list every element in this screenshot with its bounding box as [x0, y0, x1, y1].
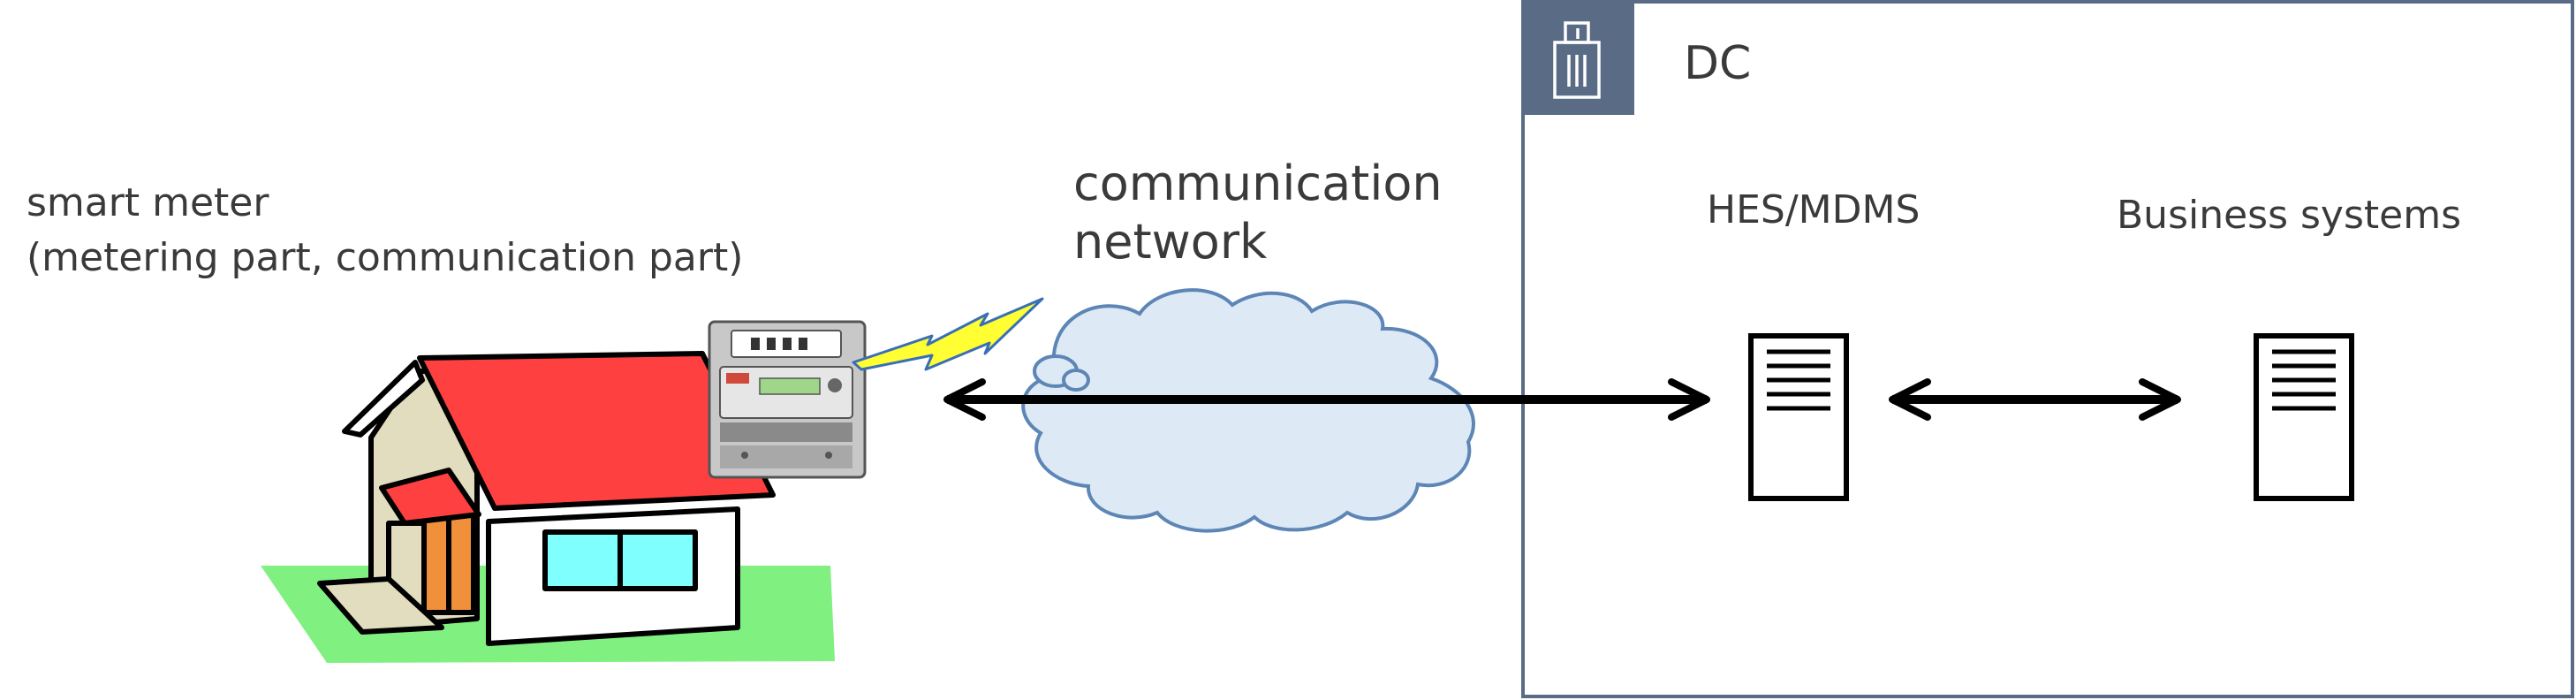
smart-meter-sublabel: (metering part, communication part) — [27, 235, 744, 280]
network-label-line2: network — [1073, 214, 1268, 270]
smart-meter-icon — [708, 320, 867, 479]
server-icon — [2254, 333, 2354, 501]
dc-frame — [1521, 0, 2574, 698]
network-label-line1: communication — [1073, 156, 1443, 211]
hes-mdms-label: HES/MDMS — [1707, 187, 1921, 232]
lightning-bolt-icon — [852, 297, 1044, 371]
server-icon — [1748, 333, 1849, 501]
smart-meter-label: smart meter — [27, 180, 269, 225]
house-icon — [317, 351, 776, 646]
cloud-icon — [1021, 288, 1475, 533]
building-icon — [1553, 21, 1601, 99]
business-systems-label: Business systems — [2117, 193, 2462, 238]
dc-label: DC — [1684, 37, 1752, 90]
